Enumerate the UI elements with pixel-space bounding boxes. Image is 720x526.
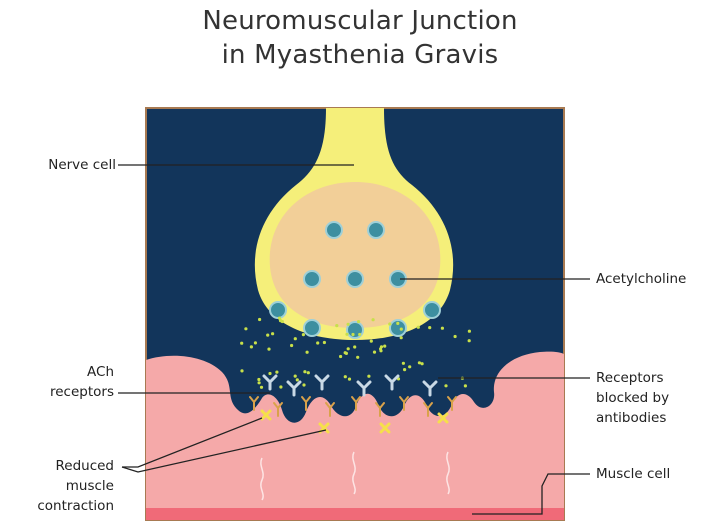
vesicle [304, 320, 320, 336]
ach-dot [454, 335, 457, 338]
ach-dot [417, 326, 420, 329]
receptors-blocked-label: Receptors blocked by antibodies [596, 368, 716, 428]
ach-dot [257, 378, 260, 381]
ach-dot [351, 333, 354, 336]
ach-dot [306, 351, 309, 354]
ach-dot [244, 327, 247, 330]
ach-dot [444, 384, 447, 387]
ach-dot [258, 381, 261, 384]
ach-dot [303, 370, 306, 373]
ach-dot [441, 327, 444, 330]
receptors-blocked-line2: blocked by [596, 388, 716, 408]
vesicle [270, 302, 286, 318]
ach-dot [279, 385, 282, 388]
reduced-contraction-label: Reduced muscle contraction [24, 456, 114, 516]
receptors-blocked-line3: antibodies [596, 408, 716, 428]
ach-dot [294, 375, 297, 378]
ach-dot [379, 349, 382, 352]
ach-dot [344, 351, 347, 354]
ach-dot [396, 322, 399, 325]
ach-receptors-label-line1: ACh [30, 362, 114, 382]
ach-dot [250, 345, 253, 348]
ach-dot [400, 336, 403, 339]
ach-dot [278, 317, 281, 320]
receptors-blocked-line1: Receptors [596, 368, 716, 388]
ach-dot [468, 339, 471, 342]
reduced-contraction-line2: muscle [24, 476, 114, 496]
vesicle [304, 271, 320, 287]
ach-dot [357, 320, 360, 323]
ach-dot [356, 356, 359, 359]
ach-dot [402, 362, 405, 365]
ach-dot [373, 351, 376, 354]
ach-dot [347, 323, 350, 326]
ach-dot [271, 332, 274, 335]
muscle-cell-label: Muscle cell [596, 464, 716, 484]
ach-dot [302, 383, 305, 386]
ach-dot [240, 342, 243, 345]
ach-dot [260, 386, 263, 389]
ach-dot [408, 365, 411, 368]
reduced-contraction-line3: contraction [24, 496, 114, 516]
ach-dot [275, 371, 278, 374]
ach-dot [348, 378, 351, 381]
ach-dot [372, 318, 375, 321]
ach-dot [339, 355, 342, 358]
ach-dot [468, 330, 471, 333]
ach-receptors-label-line2: receptors [30, 382, 114, 402]
ach-dot [267, 348, 270, 351]
ach-dot [307, 371, 310, 374]
ach-dot [296, 378, 299, 381]
ach-dot [335, 324, 338, 327]
nerve-cell-cytoplasm [270, 182, 441, 328]
ach-dot [302, 333, 305, 336]
ach-dot [240, 369, 243, 372]
ach-dot [268, 372, 271, 375]
ach-dot [344, 375, 347, 378]
ach-dot [428, 326, 431, 329]
ach-dot [388, 322, 391, 325]
ach-dot [383, 345, 386, 348]
vesicle [326, 222, 342, 238]
reduced-contraction-line1: Reduced [24, 456, 114, 476]
vesicle [347, 271, 363, 287]
acetylcholine-label: Acetylcholine [596, 269, 716, 289]
ach-dot [266, 334, 269, 337]
ach-dot [358, 333, 361, 336]
ach-receptors-label: ACh receptors [30, 362, 114, 402]
vesicle [368, 222, 384, 238]
ach-dot [258, 318, 261, 321]
ach-dot [367, 375, 370, 378]
vesicle [424, 302, 440, 318]
ach-dot [403, 368, 406, 371]
ach-dot [316, 341, 319, 344]
ach-dot [370, 340, 373, 343]
ach-dot [323, 341, 326, 344]
ach-dot [290, 344, 293, 347]
nerve-cell-label: Nerve cell [30, 155, 116, 175]
ach-dot [400, 328, 403, 331]
ach-dot [464, 384, 467, 387]
ach-dot [353, 345, 356, 348]
ach-dot [347, 347, 350, 350]
ach-dot [254, 341, 257, 344]
ach-dot [294, 337, 297, 340]
ach-dot [345, 333, 348, 336]
ach-dot [418, 361, 421, 364]
